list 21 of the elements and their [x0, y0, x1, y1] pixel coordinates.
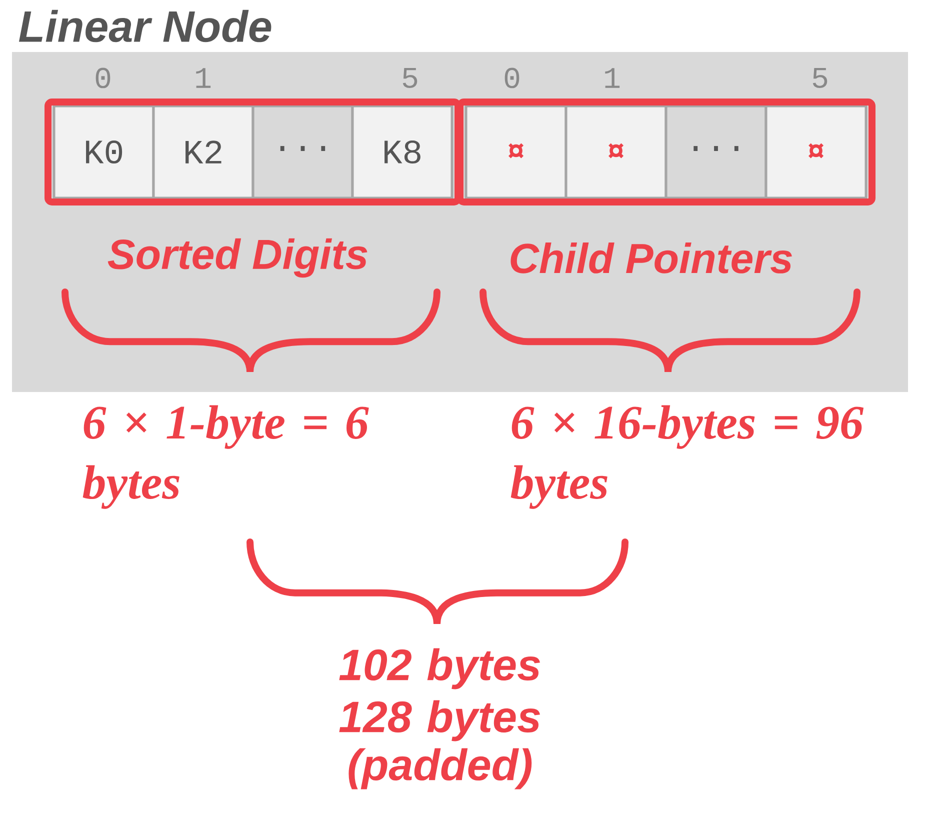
index-number: 0 [96, 68, 110, 88]
size-formula: 6 × 16-bytes = 96 bytes [510, 405, 864, 509]
array-heading: Child Pointers [510, 242, 792, 274]
ellipsis-cell: ··· [252, 104, 354, 200]
size-formula: 6 × 1-byte = 6 bytes [82, 405, 369, 509]
pointer-cell: ¤ [564, 104, 668, 200]
ellipsis-cell: ··· [664, 104, 768, 200]
pointer-cell: ¤ [464, 104, 568, 200]
key-cell: K2 [152, 104, 254, 200]
key-cell: K8 [351, 104, 454, 200]
array-heading: Sorted Digits [108, 238, 368, 278]
key-cell: K0 [52, 104, 155, 200]
index-number: 1 [196, 68, 211, 88]
index-number: 5 [402, 68, 418, 88]
total-size: 128 bytes (padded) [339, 700, 540, 790]
pointer-cell: ¤ [764, 104, 868, 200]
index-number: 1 [605, 68, 620, 88]
index-number: 0 [504, 68, 520, 88]
index-number: 5 [812, 68, 828, 88]
total-size: 102 bytes [339, 648, 540, 690]
title: Linear Node [18, 10, 272, 42]
